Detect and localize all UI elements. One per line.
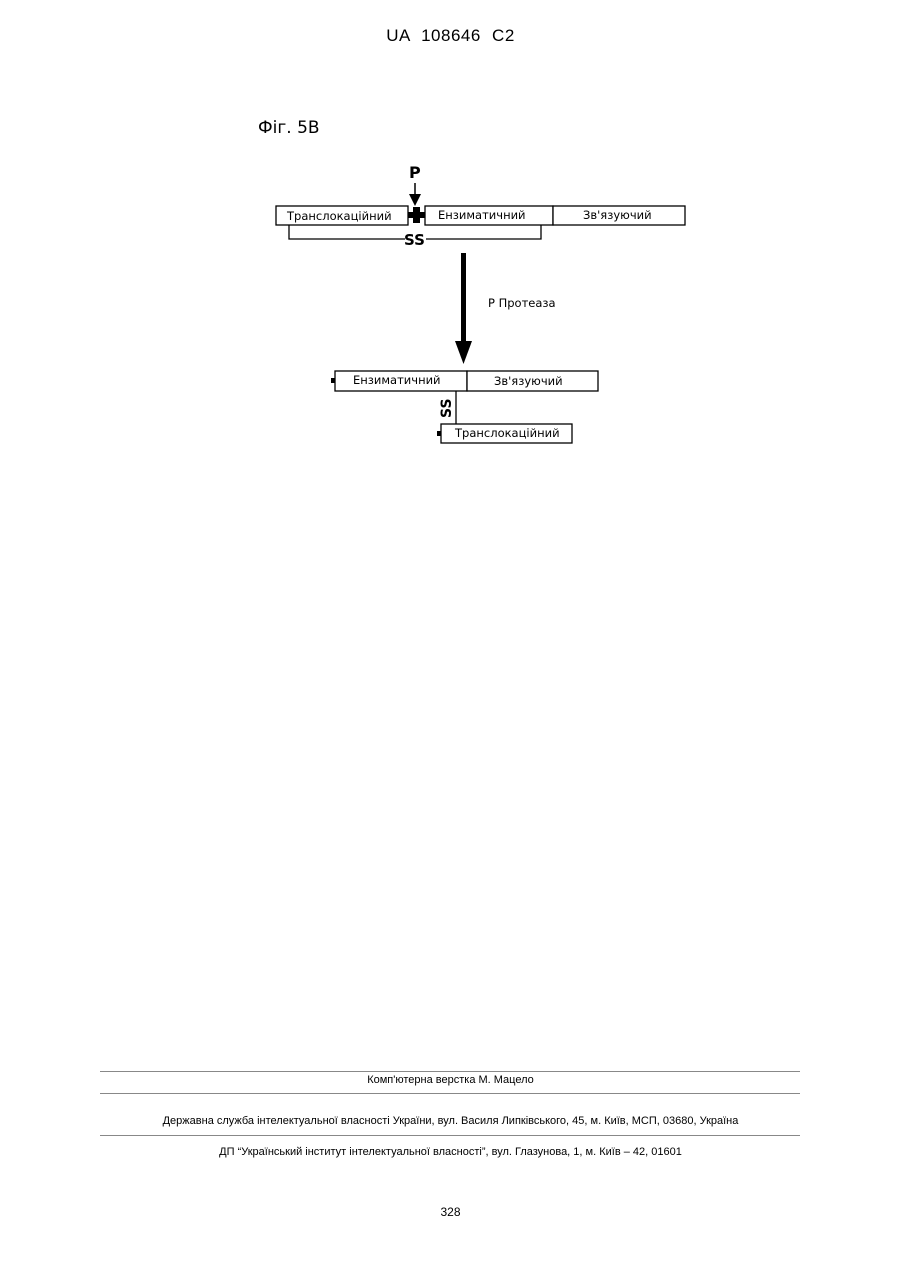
- bottom-construct: Ензиматичний Зв'язуючий SS Транслокаційн…: [331, 371, 598, 443]
- institute-address: ДП “Український інститут інтелектуальної…: [0, 1146, 901, 1158]
- agency-address: Державна служба інтелектуальної власност…: [0, 1115, 901, 1127]
- bottom-enzymatic-label: Ензиматичний: [353, 373, 441, 387]
- footer-divider: [100, 1093, 800, 1094]
- layout-credit: Комп'ютерна верстка М. Мацело: [0, 1074, 901, 1086]
- footer-divider: [100, 1135, 800, 1136]
- page-number: 328: [0, 1205, 901, 1219]
- bottom-translocation-label: Транслокаційний: [454, 426, 560, 440]
- protease-arrow: [455, 253, 472, 364]
- footer-divider: [100, 1071, 800, 1072]
- top-disulfide-label: SS: [404, 231, 425, 249]
- bottom-disulfide-label: SS: [439, 398, 455, 418]
- protease-cleavage-diagram: P Транслокаційний Ензиматичний Зв'язуючи…: [0, 0, 901, 500]
- protease-site-label: P: [409, 163, 421, 182]
- top-enzymatic-label: Ензиматичний: [438, 208, 526, 222]
- top-binding-label: Зв'язуючий: [583, 208, 652, 222]
- bottom-binding-label: Зв'язуючий: [494, 374, 563, 388]
- protease-arrow-label: P Протеаза: [488, 296, 556, 310]
- top-translocation-label: Транслокаційний: [286, 209, 392, 223]
- top-construct: P Транслокаційний Ензиматичний Зв'язуючи…: [276, 163, 685, 249]
